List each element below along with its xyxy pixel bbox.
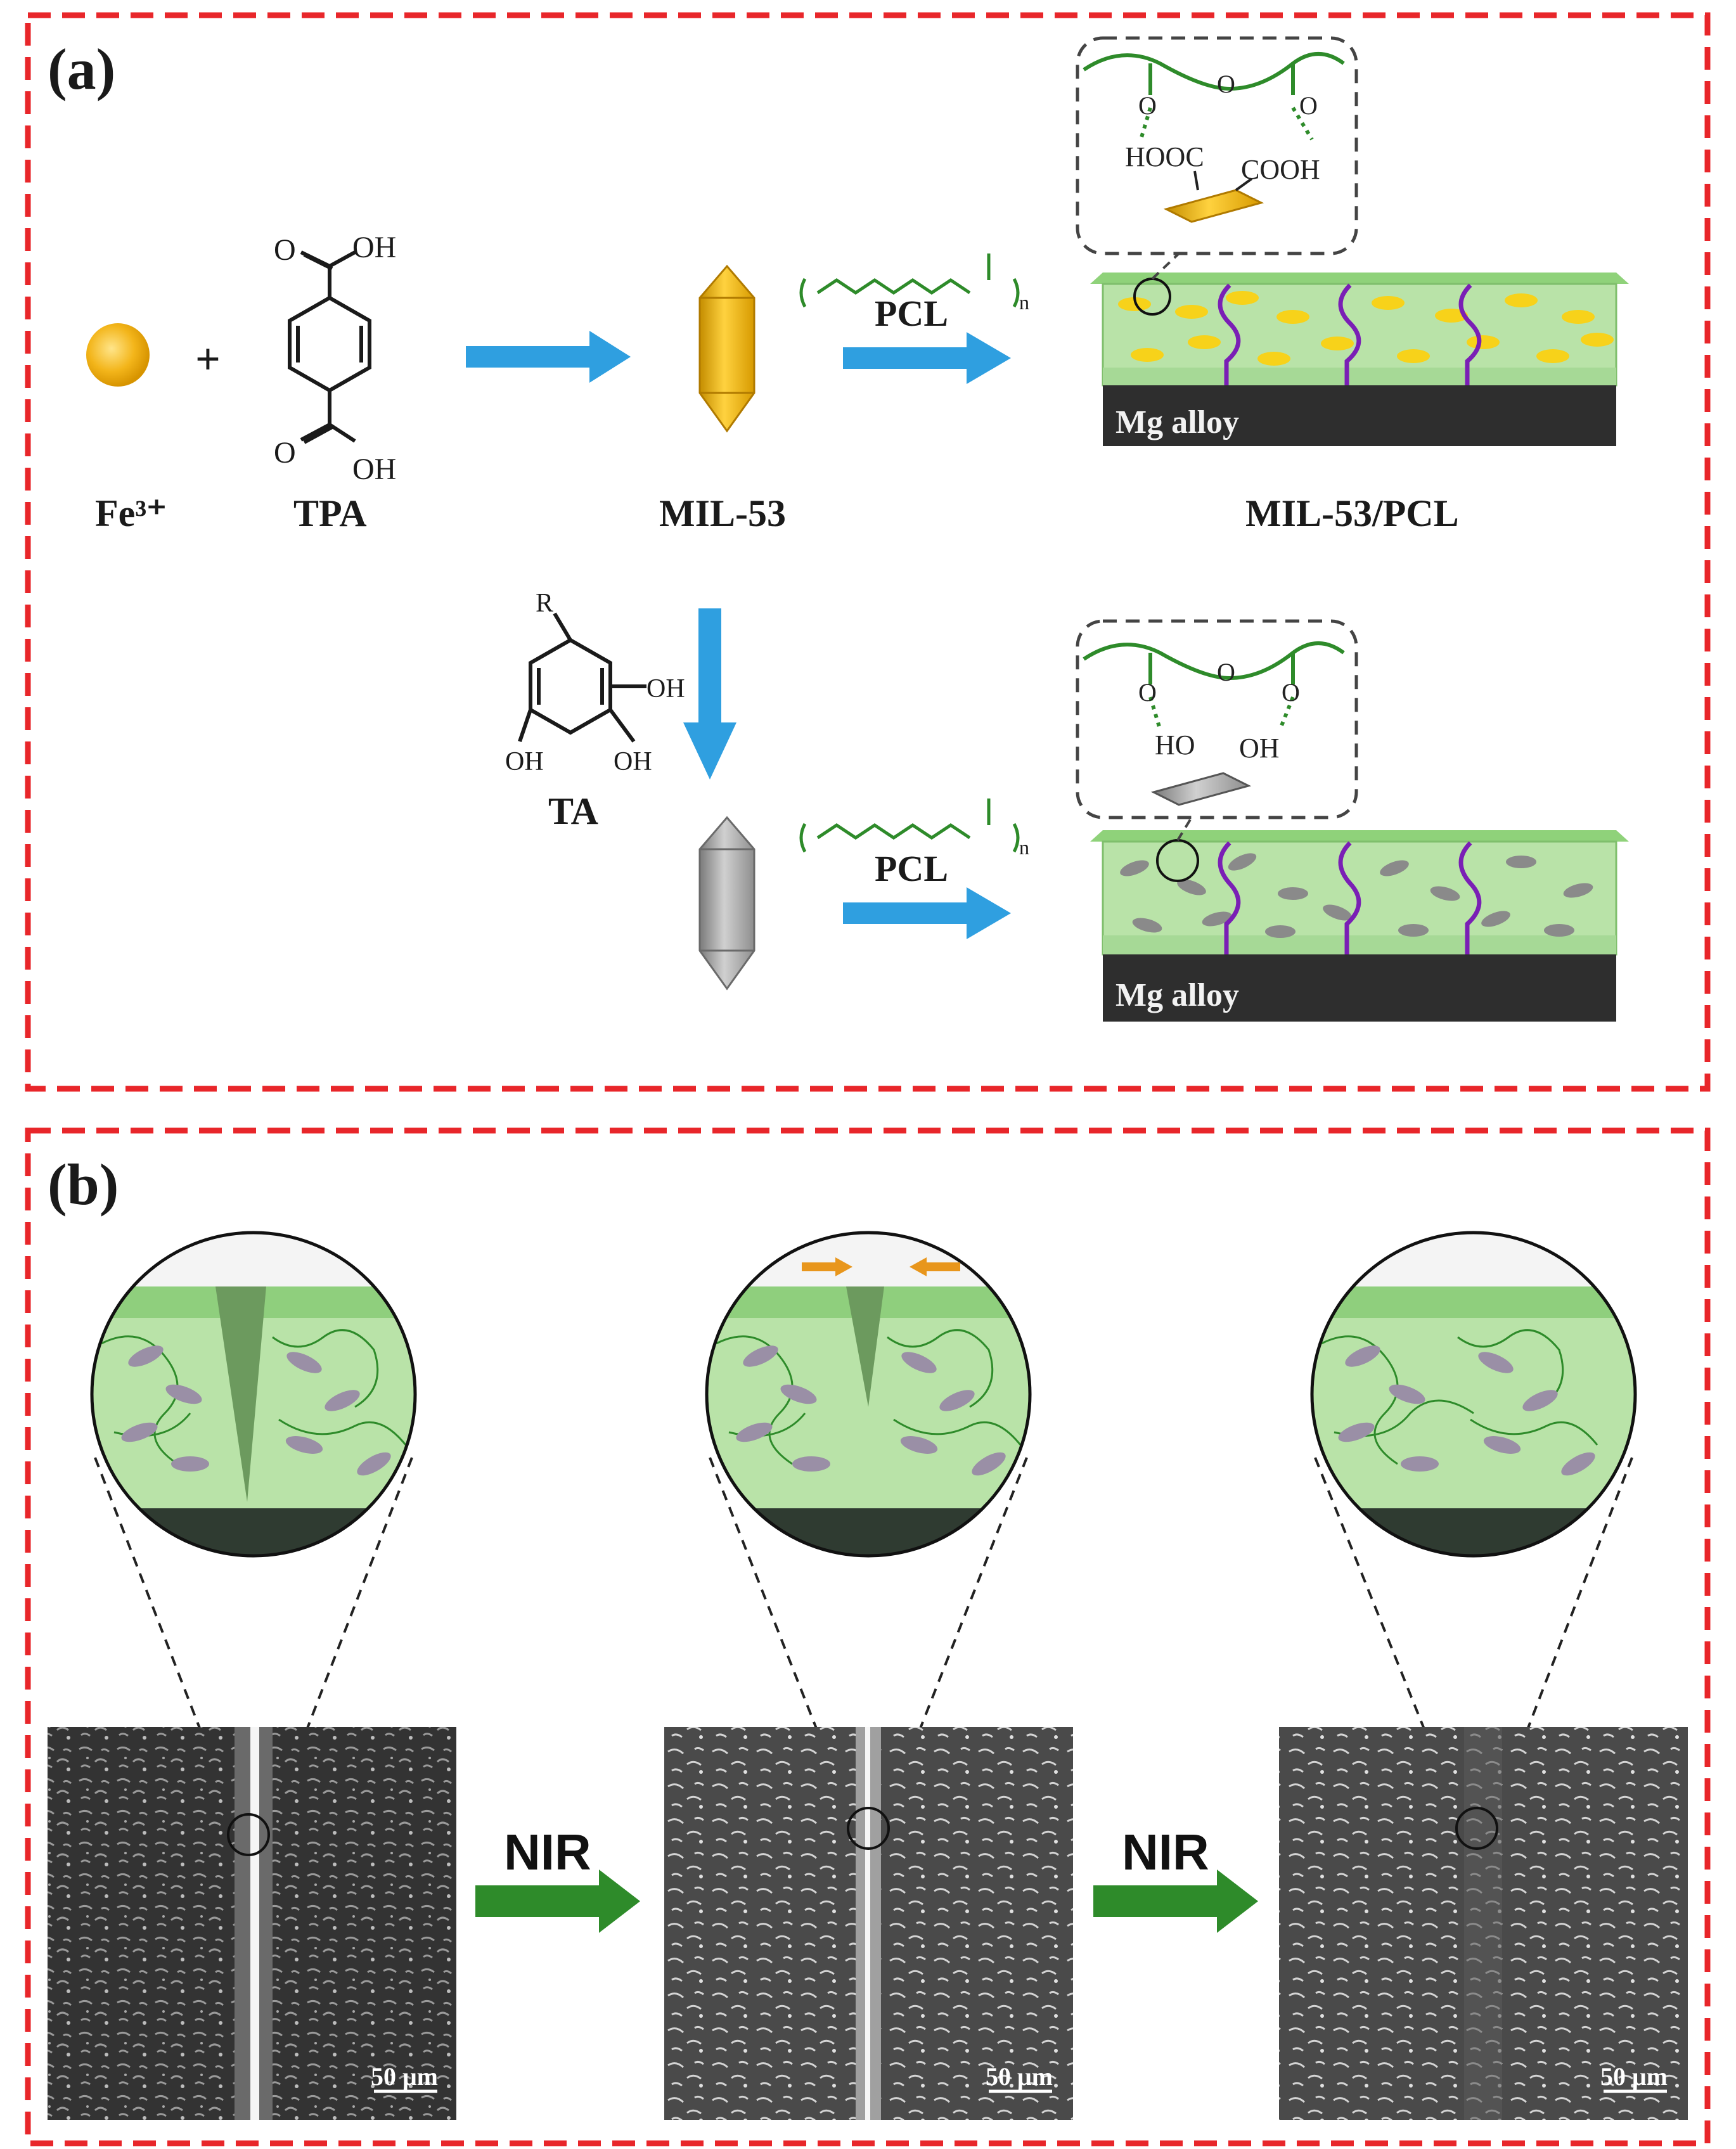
top-inset-o-right: O (1299, 91, 1318, 120)
pcl-structure-bottom (799, 799, 1020, 853)
top-inset-o-left: O (1138, 91, 1157, 120)
tpa-oh-top: OH (352, 231, 396, 264)
ta-oh2: OH (505, 747, 544, 776)
tpa-structure (288, 250, 371, 444)
panel-a-frame (25, 12, 1711, 1092)
arrow-to-ta-pcl (843, 887, 1011, 939)
tpa-o-bottom: O (274, 436, 296, 470)
pcl-n-bottom: n (1019, 836, 1029, 859)
top-inset-hooc: HOOC (1125, 141, 1204, 172)
bottom-inset-o-left: O (1138, 678, 1157, 707)
tpa-oh-bottom: OH (352, 452, 396, 486)
nir-arrow-2 (1093, 1870, 1258, 1933)
arrow-to-mil53-pcl (843, 332, 1011, 384)
top-inset-cooh: COOH (1241, 154, 1320, 185)
arrow-down-to-gray (683, 608, 736, 779)
mg-alloy-top (1103, 385, 1616, 446)
mil53-label: MIL-53 (659, 492, 786, 534)
ta-label: TA (548, 790, 598, 832)
nir-label-2: NIR (1122, 1824, 1209, 1880)
ta-oh3: OH (614, 747, 652, 776)
panel-a-label: (a) (48, 37, 115, 101)
bottom-inset-o-right: O (1282, 678, 1300, 707)
zoom-circle-healing (705, 1231, 1032, 1558)
ta-r-label: R (536, 589, 553, 618)
pcl-structure-top (799, 253, 1020, 308)
ta-mil53-pcl-coating (1090, 830, 1629, 1022)
panel-b-frame (25, 1127, 1711, 2146)
fe-ion-sphere (86, 323, 150, 387)
bottom-inset-ho: HO (1155, 729, 1195, 760)
pcl-label-top: PCL (875, 293, 948, 334)
nir-label-1: NIR (504, 1824, 591, 1880)
zoom-circle-healed (1310, 1231, 1637, 1558)
tpa-label: TPA (293, 492, 367, 534)
tpa-o-top: O (274, 233, 296, 267)
top-inset: O O O HOOC COOH (1076, 36, 1358, 280)
ta-modified-crystal (698, 816, 755, 991)
mg-alloy-label-top: Mg alloy (1116, 404, 1239, 440)
mil53-pcl-coating (1090, 273, 1629, 446)
mil53-crystal (698, 264, 755, 433)
zoom-circle-cracked (90, 1231, 417, 1558)
mg-alloy-label-bottom: Mg alloy (1116, 977, 1239, 1013)
bottom-inset-oh: OH (1239, 733, 1280, 764)
scale-bar-1: 50 μm (371, 2062, 438, 2091)
bottom-inset-o-mid: O (1217, 658, 1235, 686)
ta-oh1: OH (646, 674, 685, 703)
pcl-label-bottom: PCL (875, 848, 948, 889)
zoom-leader-lines (94, 1457, 1633, 1835)
fe-ion-label: Fe³⁺ (95, 492, 167, 534)
pcl-n-top: n (1019, 291, 1029, 314)
bottom-inset: O O O HO OH (1076, 619, 1358, 842)
sem-image-cracked (48, 1727, 456, 2120)
arrow-to-mil53 (466, 331, 631, 383)
panel-b-label: (b) (48, 1152, 119, 1217)
mil53-pcl-label: MIL-53/PCL (1245, 492, 1459, 534)
nir-arrow-1 (475, 1870, 640, 1933)
top-inset-o-mid: O (1217, 70, 1235, 98)
sem-image-healing (664, 1727, 1073, 2120)
sem-image-healed (1279, 1727, 1688, 2120)
plus-sign: + (195, 335, 221, 384)
scale-bar-3: 50 μm (1600, 2062, 1668, 2091)
scale-bar-2: 50 μm (986, 2062, 1053, 2091)
ta-structure (518, 612, 646, 743)
healing-arrows (802, 1257, 960, 1276)
mg-alloy-bottom (1103, 954, 1616, 1022)
